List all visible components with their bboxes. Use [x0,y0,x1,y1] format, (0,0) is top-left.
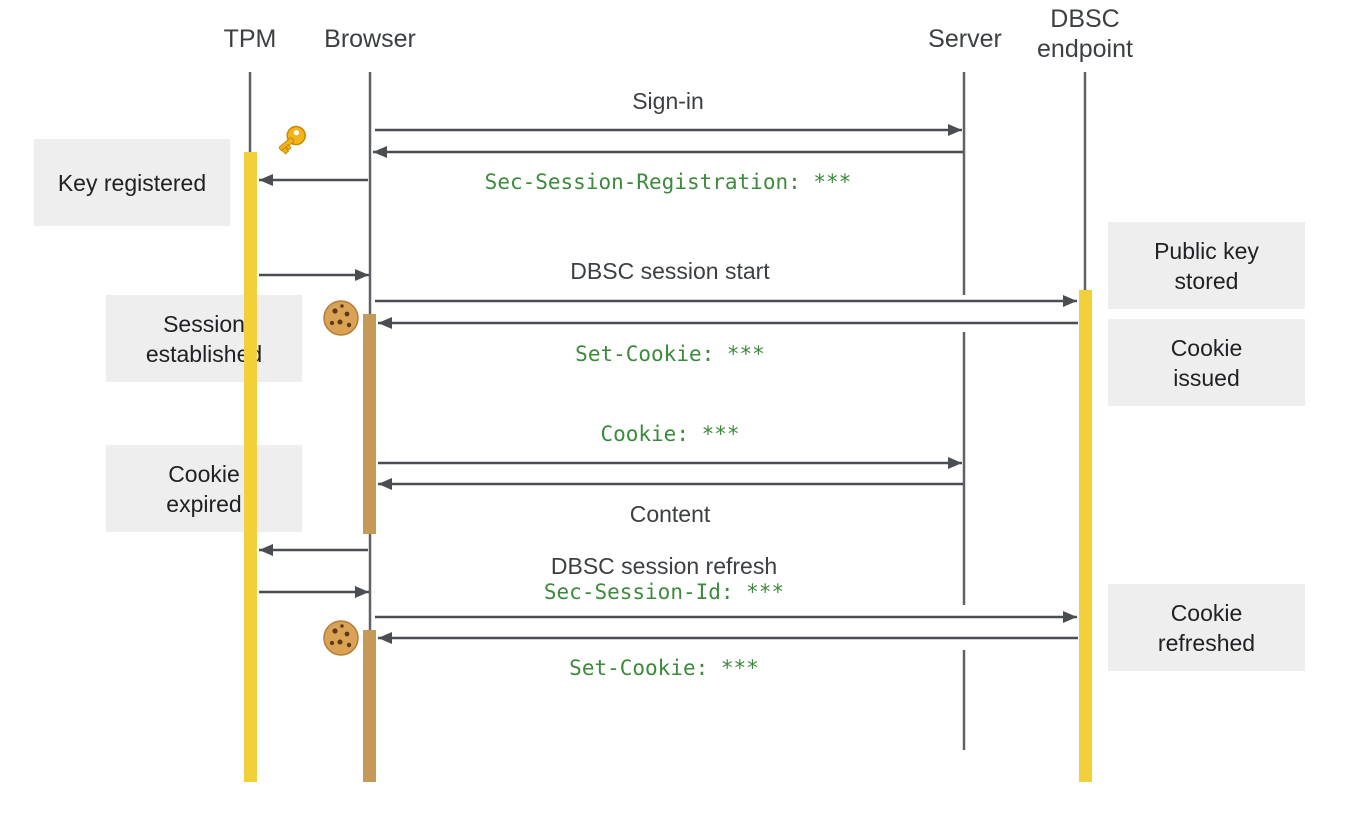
message-sign-in: Sign-in [632,88,704,114]
message-dbsc-session-refresh: DBSC session refresh [550,553,778,579]
tpm-activation-bar [244,152,257,782]
header-set-cookie-1: Set-Cookie: *** [575,342,765,366]
note-public-key-stored: Public key stored [1108,222,1305,309]
participant-tpm: TPM [223,25,277,53]
note-cookie-refreshed-text: Cookie refreshed [1157,599,1256,656]
note-key-registered: Key registered [34,139,230,226]
note-key-registered-text: Key registered [57,169,207,196]
participant-server: Server [928,25,1002,53]
browser-activation-bar-1 [363,314,376,534]
message-content: Content [629,501,711,527]
participant-dbsc-endpoint: DBSC endpoint [1037,5,1133,63]
cookie-icon [323,300,359,336]
browser-activation-bar-2 [363,630,376,782]
note-cookie-expired: Cookie expired [106,445,302,532]
note-cookie-issued: Cookie issued [1108,319,1305,406]
header-set-cookie-2: Set-Cookie: *** [569,656,759,680]
note-cookie-issued-text: Cookie issued [1170,334,1243,391]
note-cookie-refreshed: Cookie refreshed [1108,584,1305,671]
note-public-key-stored-text: Public key stored [1154,237,1259,294]
note-session-established: Session established [106,295,302,382]
note-session-established-text: Session established [145,310,263,367]
dbsc-activation-bar [1079,290,1092,782]
header-sec-session-registration: Sec-Session-Registration: *** [484,170,852,194]
key-icon [278,125,306,155]
header-cookie: Cookie: *** [600,422,740,446]
note-cookie-expired-text: Cookie expired [166,460,242,517]
participant-browser: Browser [324,25,416,53]
cookie-icon [323,620,359,656]
header-sec-session-id: Sec-Session-Id: *** [543,580,785,604]
message-dbsc-session-start: DBSC session start [570,258,770,284]
